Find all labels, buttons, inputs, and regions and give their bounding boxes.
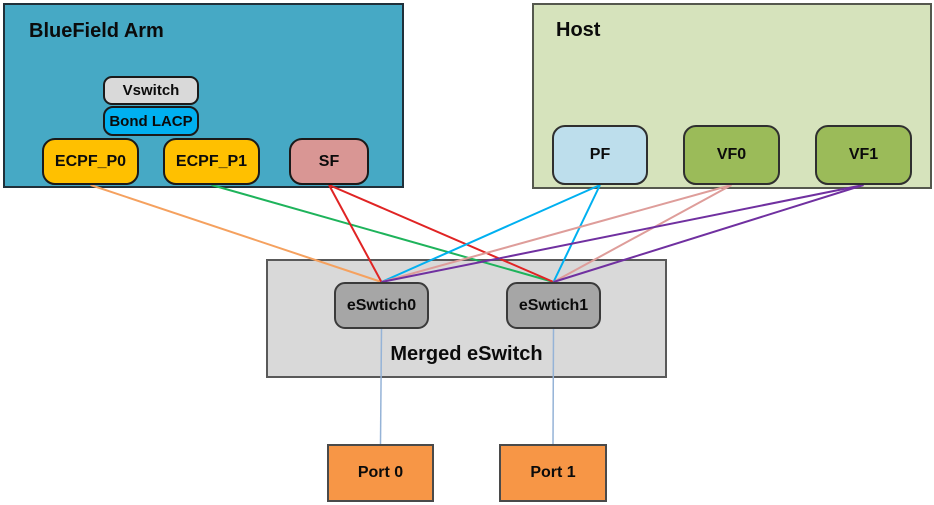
merged-eswitch-title: Merged eSwitch bbox=[390, 343, 543, 365]
merged-eswitch-container: Merged eSwitch bbox=[266, 259, 667, 378]
node-eswitch0: eSwtich0 bbox=[334, 282, 429, 329]
node-sf: SF bbox=[289, 138, 369, 185]
node-port0: Port 0 bbox=[327, 444, 434, 502]
node-bond-lacp: Bond LACP bbox=[103, 106, 199, 136]
node-vswitch: Vswitch bbox=[103, 76, 199, 105]
node-ecpf-p1: ECPF_P1 bbox=[163, 138, 260, 185]
node-vf1: VF1 bbox=[815, 125, 912, 185]
node-port1: Port 1 bbox=[499, 444, 607, 502]
host-title: Host bbox=[556, 19, 601, 41]
bluefield-arm-title: BlueField Arm bbox=[29, 20, 164, 42]
node-ecpf-p0: ECPF_P0 bbox=[42, 138, 139, 185]
node-pf: PF bbox=[552, 125, 648, 185]
node-eswitch1: eSwtich1 bbox=[506, 282, 601, 329]
node-vf0: VF0 bbox=[683, 125, 780, 185]
